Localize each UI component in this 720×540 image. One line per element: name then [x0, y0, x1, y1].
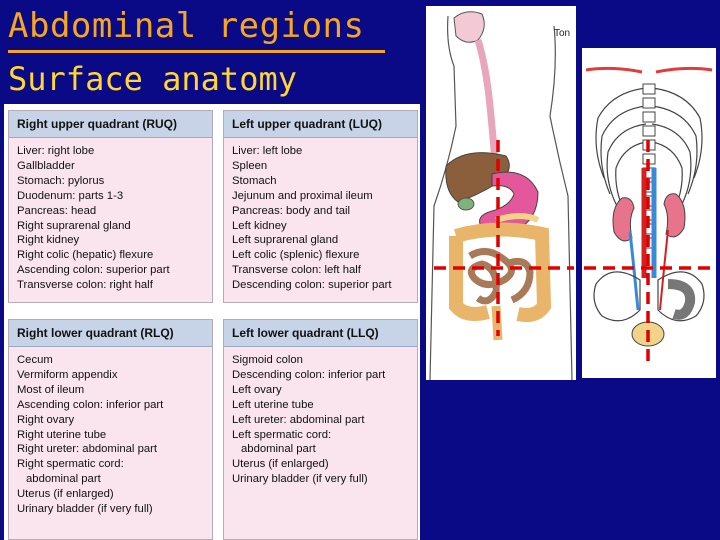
organ-list: Liver: left lobe Spleen Stomach Jejunum … — [224, 138, 417, 293]
list-item: Jejunum and proximal ileum — [232, 189, 373, 202]
list-item: Ascending colon: superior part — [17, 264, 170, 277]
quadrant-header: Left lower quadrant (LLQ) — [224, 320, 417, 347]
organ-list: Sigmoid colon Descending colon: inferior… — [224, 347, 417, 487]
list-item: Urinary bladder (if very full) — [232, 473, 368, 486]
list-item: Vermiform appendix — [17, 368, 118, 381]
list-item: Left kidney — [232, 219, 287, 232]
list-item: Sigmoid colon — [232, 354, 303, 366]
skeleton-kidney-figure — [582, 48, 716, 378]
organ-list: Liver: right lobe Gallbladder Stomach: p… — [9, 138, 212, 293]
quadrant-table: Right upper quadrant (RUQ) Liver: right … — [4, 104, 420, 540]
list-item: Left spermatic cord: — [232, 428, 332, 441]
list-item: Right kidney — [17, 234, 80, 247]
list-item: Liver: right lobe — [17, 145, 95, 157]
list-item: Left suprarenal gland — [232, 234, 339, 247]
list-item: Descending colon: superior part — [232, 279, 392, 292]
quadrant-llq: Left lower quadrant (LLQ) Sigmoid colon … — [223, 319, 418, 540]
quadrant-header: Left upper quadrant (LUQ) — [224, 111, 417, 138]
list-item: Spleen — [232, 159, 268, 172]
list-item: Ascending colon: inferior part — [17, 398, 164, 411]
quadrant-header: Right lower quadrant (RLQ) — [9, 320, 212, 347]
skeleton-illustration — [584, 66, 714, 364]
list-item: Liver: left lobe — [232, 145, 303, 157]
list-item: Cecum — [17, 354, 53, 366]
list-item: Pancreas: body and tail — [232, 204, 351, 217]
list-item: Stomach — [232, 174, 277, 187]
list-item: Urinary bladder (if very full) — [17, 503, 153, 516]
figure-label: Ton — [554, 28, 571, 39]
slide-title: Abdominal regions — [8, 6, 365, 46]
list-item: Descending colon: inferior part — [232, 368, 386, 381]
list-item: Uterus (if enlarged) — [17, 488, 114, 501]
list-item: Most of ileum — [17, 383, 85, 396]
torso-illustration — [429, 11, 574, 380]
quadrant-rlq: Right lower quadrant (RLQ) Cecum Vermifo… — [8, 319, 213, 540]
list-item: Right spermatic cord: — [17, 458, 124, 471]
list-item: abdominal part — [241, 443, 316, 456]
quadrant-luq: Left upper quadrant (LUQ) Liver: left lo… — [223, 110, 418, 303]
list-item: Left ovary — [232, 383, 282, 396]
organ-list: Cecum Vermiform appendix Most of ileum A… — [9, 347, 212, 517]
quadrant-ruq: Right upper quadrant (RUQ) Liver: right … — [8, 110, 213, 303]
digestive-tract-figure: Ton — [426, 6, 576, 380]
list-item: Right suprarenal gland — [17, 219, 131, 232]
list-item: Right uterine tube — [17, 428, 107, 441]
list-item: Transverse colon: right half — [17, 279, 153, 292]
title-underline — [8, 50, 385, 53]
list-item: Transverse colon: left half — [232, 264, 361, 277]
list-item: Left colic (splenic) flexure — [232, 249, 360, 262]
list-item: Right ovary — [17, 413, 75, 426]
list-item: Duodenum: parts 1-3 — [17, 189, 124, 202]
list-item: Stomach: pylorus — [17, 174, 105, 187]
list-item: Gallbladder — [17, 159, 75, 172]
list-item: Uterus (if enlarged) — [232, 458, 329, 471]
list-item: abdominal part — [26, 473, 101, 486]
quadrant-header: Right upper quadrant (RUQ) — [9, 111, 212, 138]
list-item: Right ureter: abdominal part — [17, 443, 158, 456]
list-item: Left uterine tube — [232, 398, 314, 411]
list-item: Pancreas: head — [17, 204, 97, 217]
list-item: Left ureter: abdominal part — [232, 413, 365, 426]
list-item: Right colic (hepatic) flexure — [17, 249, 154, 262]
slide-subtitle: Surface anatomy — [8, 60, 297, 98]
